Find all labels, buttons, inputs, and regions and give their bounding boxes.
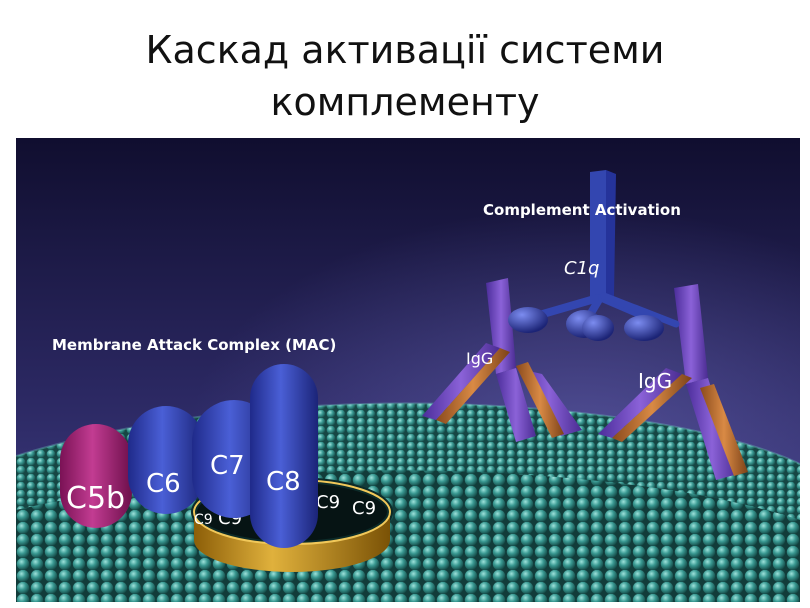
- complement-illustration: C9 C9 C9 C9 C5b C6 C7 C8 IgG: [16, 138, 800, 602]
- slide-title: Каскад активації системи комплементу: [0, 24, 810, 128]
- illustration-canvas: C9 C9 C9 C9 C5b C6 C7 C8 IgG: [16, 138, 800, 602]
- c6-label: C6: [146, 469, 181, 499]
- c7-label: C7: [210, 451, 245, 481]
- c9-label-4: C9: [352, 498, 376, 519]
- mac-label: Membrane Attack Complex (MAC): [52, 336, 336, 354]
- c1q-molecule: C1q: [508, 170, 680, 341]
- c1q-label: C1q: [564, 258, 599, 279]
- c6-molecule: [128, 406, 204, 514]
- complement-activation-label: Complement Activation: [483, 201, 681, 219]
- mac-components: C5b C6 C7 C8: [60, 364, 318, 548]
- slide-title-line-1: Каскад активації системи: [145, 28, 665, 72]
- c8-molecule: [250, 364, 318, 548]
- c5b-molecule: [60, 424, 132, 528]
- c8-label: C8: [266, 467, 301, 497]
- c9-label-2: C9: [194, 512, 213, 528]
- c9-label-3: C9: [316, 492, 340, 513]
- igg-antibody-right: IgG: [598, 284, 748, 480]
- igg-antibody-left: IgG: [422, 278, 582, 442]
- igg-right-label: IgG: [638, 369, 672, 393]
- slide-title-line-2: комплементу: [270, 80, 540, 124]
- c5b-label: C5b: [66, 481, 125, 516]
- igg-left-label: IgG: [466, 349, 493, 368]
